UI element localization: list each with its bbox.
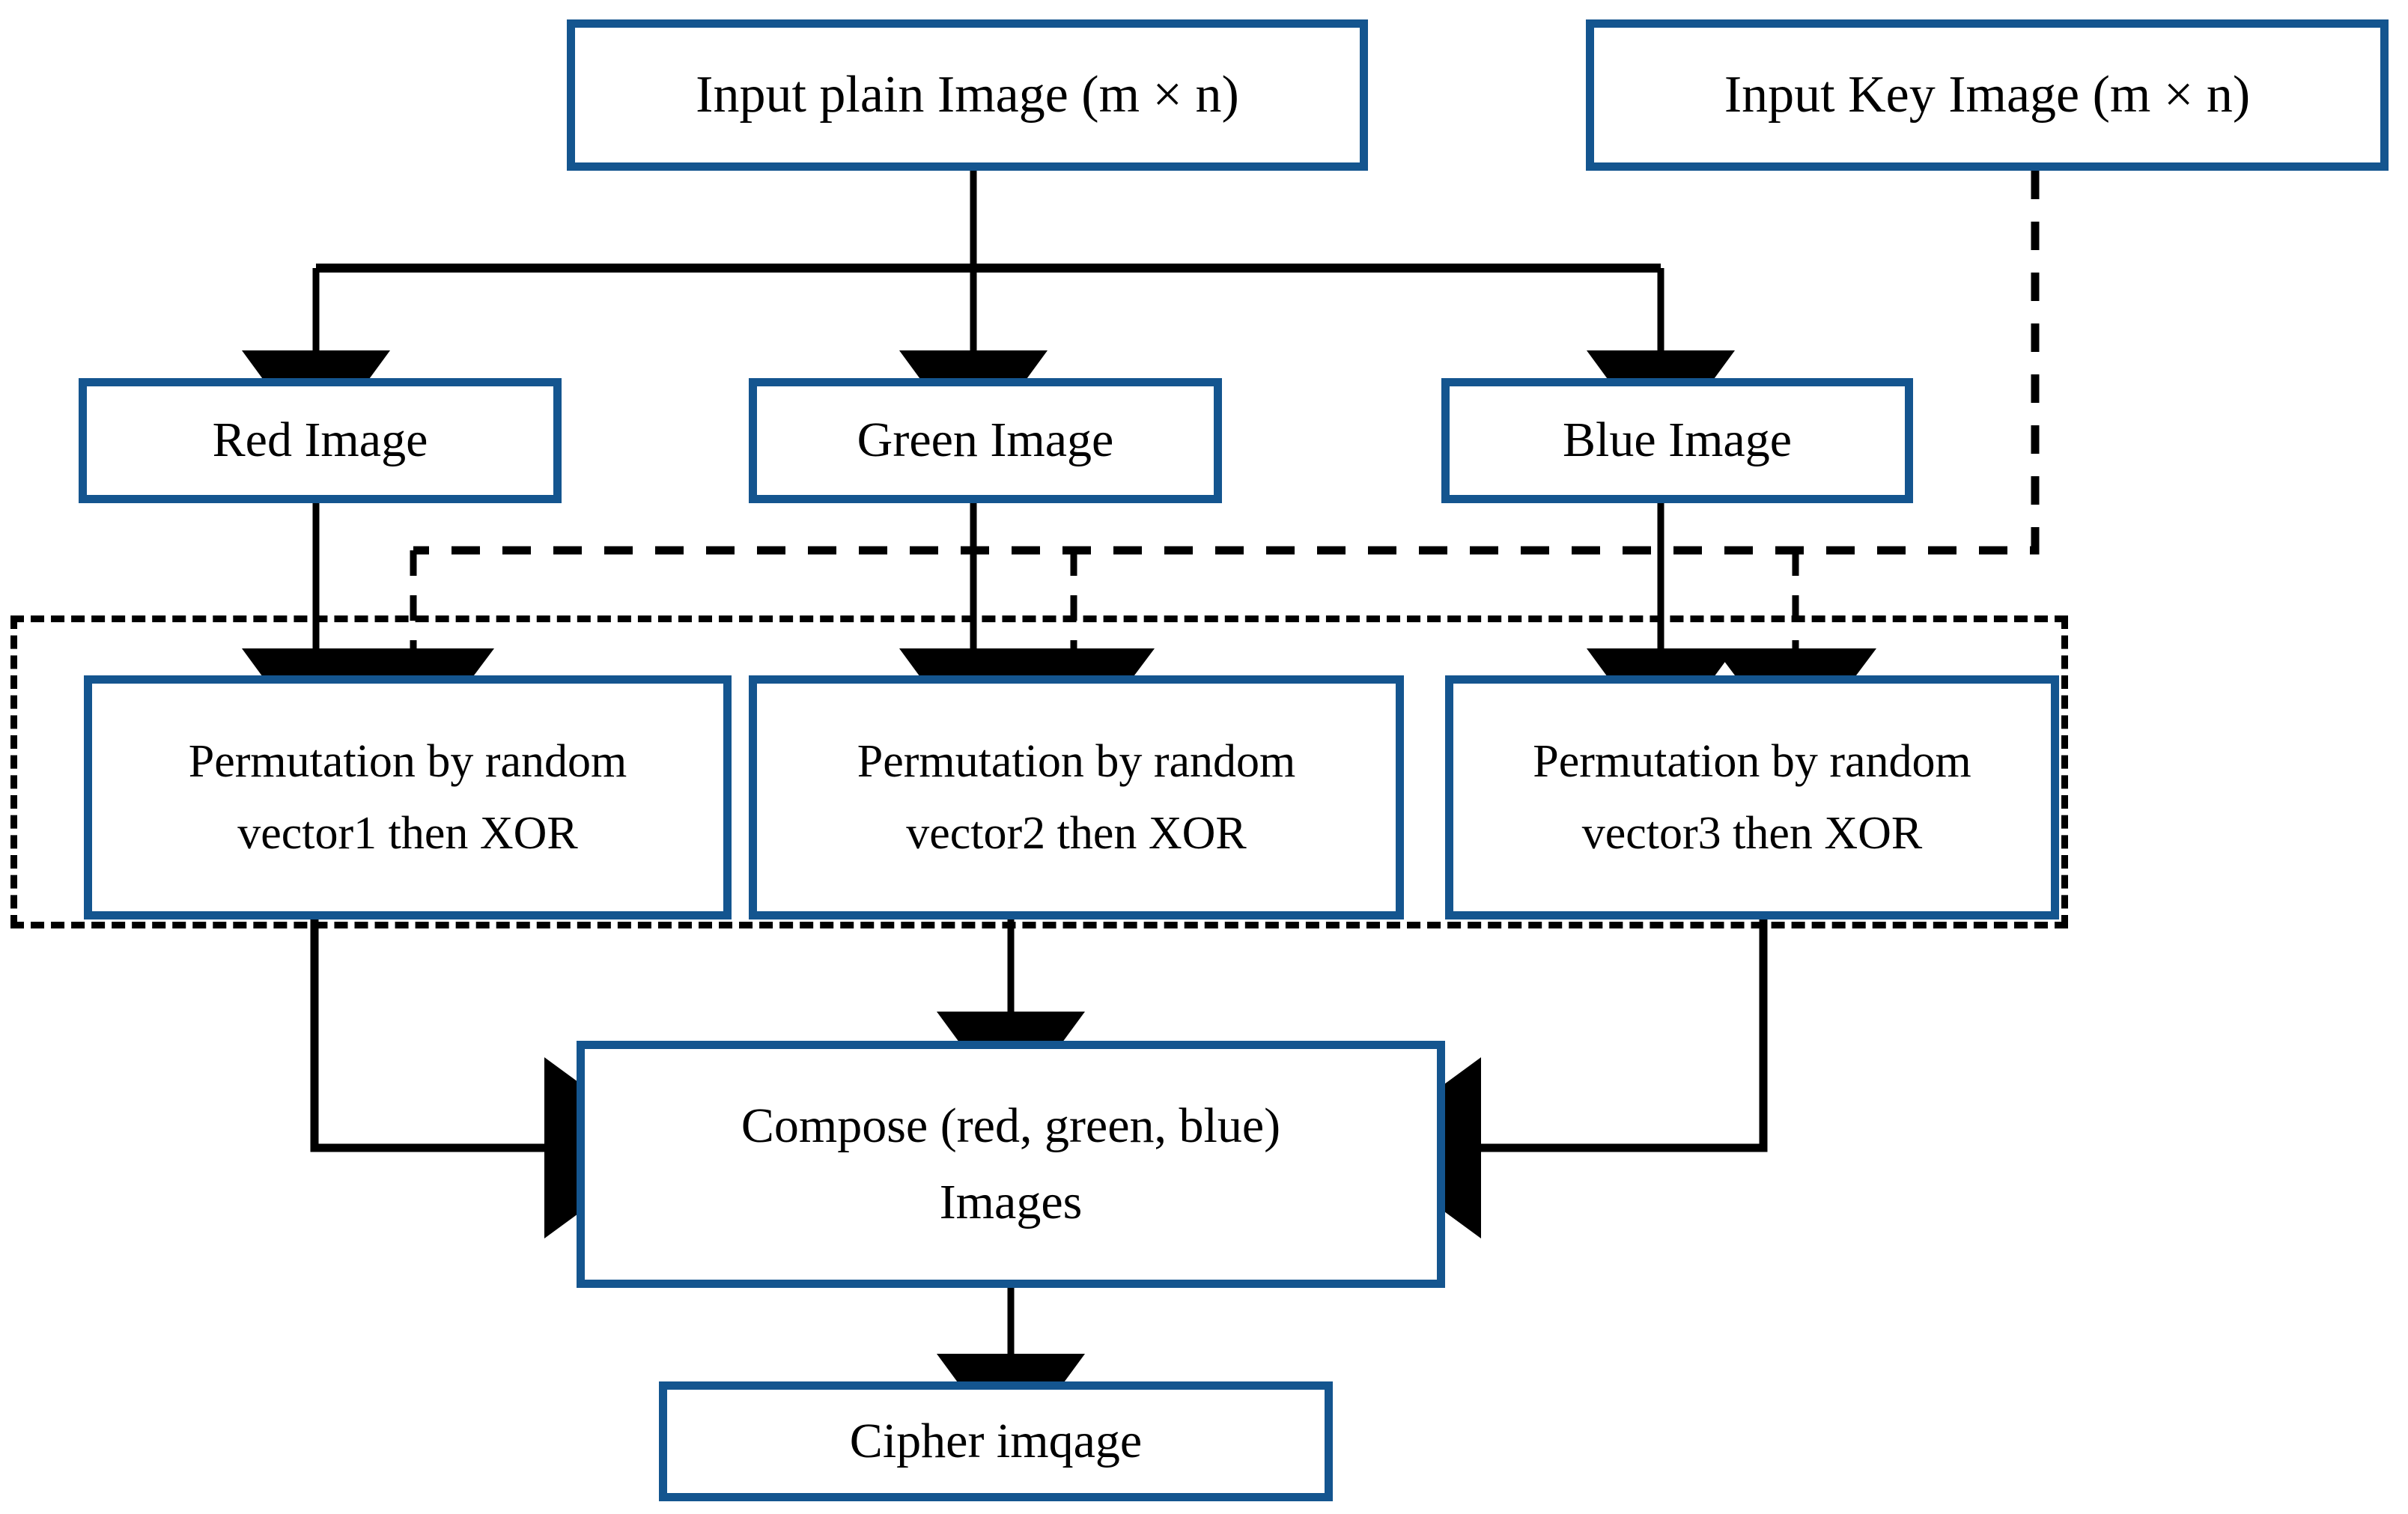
node-blue-image[interactable]: Blue Image (1441, 378, 1913, 503)
permutation-stage-group (10, 615, 2068, 928)
node-compose-line1: Compose (red, green, blue) (741, 1098, 1281, 1153)
edge-perm1-to-compose (310, 919, 668, 1238)
node-compose[interactable]: Compose (red, green, blue) Images (577, 1041, 1445, 1288)
node-permutation-2[interactable]: Permutation by random vector2 then XOR (749, 675, 1404, 919)
node-permutation-1[interactable]: Permutation by random vector1 then XOR (84, 675, 732, 919)
node-green-image[interactable]: Green Image (749, 378, 1222, 503)
node-permutation-2-line2: vector2 then XOR (906, 808, 1247, 859)
node-cipher-image-label: Cipher imqage (849, 1413, 1143, 1468)
edge-key-trunk (413, 171, 2040, 555)
node-input-key-image-label: Input Key Image (m × n) (1724, 65, 2251, 124)
node-input-key-image[interactable]: Input Key Image (m × n) (1586, 19, 2389, 171)
node-permutation-3-line2: vector3 then XOR (1581, 808, 1923, 859)
node-blue-image-label: Blue Image (1562, 413, 1793, 468)
node-green-image-label: Green Image (857, 413, 1114, 468)
node-permutation-3-line1: Permutation by random (1533, 735, 1971, 787)
node-permutation-2-line1: Permutation by random (857, 735, 1296, 787)
node-compose-line2: Images (939, 1175, 1083, 1229)
node-input-plain-image-label: Input plain Image (m × n) (696, 65, 1239, 124)
node-red-image-label: Red Image (212, 413, 428, 468)
node-cipher-image[interactable]: Cipher imqage (659, 1381, 1333, 1501)
node-permutation-1-line1: Permutation by random (188, 735, 627, 787)
node-permutation-1-line2: vector1 then XOR (237, 808, 578, 859)
edge-perm3-to-compose (1357, 919, 1768, 1238)
node-permutation-3[interactable]: Permutation by random vector3 then XOR (1445, 675, 2059, 919)
node-input-plain-image[interactable]: Input plain Image (m × n) (567, 19, 1368, 171)
node-red-image[interactable]: Red Image (79, 378, 562, 503)
